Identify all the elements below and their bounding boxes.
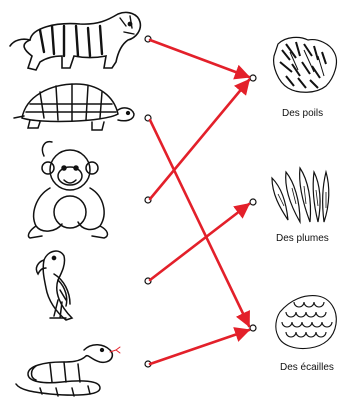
- turtle-icon[interactable]: [14, 84, 134, 130]
- label-des-poils: Des poils: [282, 108, 323, 119]
- parrot-icon[interactable]: [36, 251, 72, 320]
- label-des-plumes: Des plumes: [276, 233, 329, 244]
- monkey-icon[interactable]: [28, 142, 107, 238]
- arrow-turtle-ecailles: [150, 120, 249, 326]
- arrow-monkey-poils: [150, 80, 249, 199]
- snake-icon[interactable]: [16, 345, 120, 396]
- label-des-ecailles: Des écailles: [280, 362, 334, 373]
- arrow-snake-ecailles: [150, 330, 249, 364]
- tiger-icon[interactable]: [10, 12, 140, 70]
- feather-icon[interactable]: [272, 168, 329, 222]
- fur-icon[interactable]: [274, 37, 337, 92]
- arrow-tiger-poils: [150, 40, 249, 77]
- scales-icon[interactable]: [276, 296, 336, 349]
- dot-ecailles[interactable]: [250, 325, 256, 331]
- arrow-parrot-plumes: [150, 204, 249, 280]
- dot-poils[interactable]: [250, 75, 256, 81]
- dot-plumes[interactable]: [250, 199, 256, 205]
